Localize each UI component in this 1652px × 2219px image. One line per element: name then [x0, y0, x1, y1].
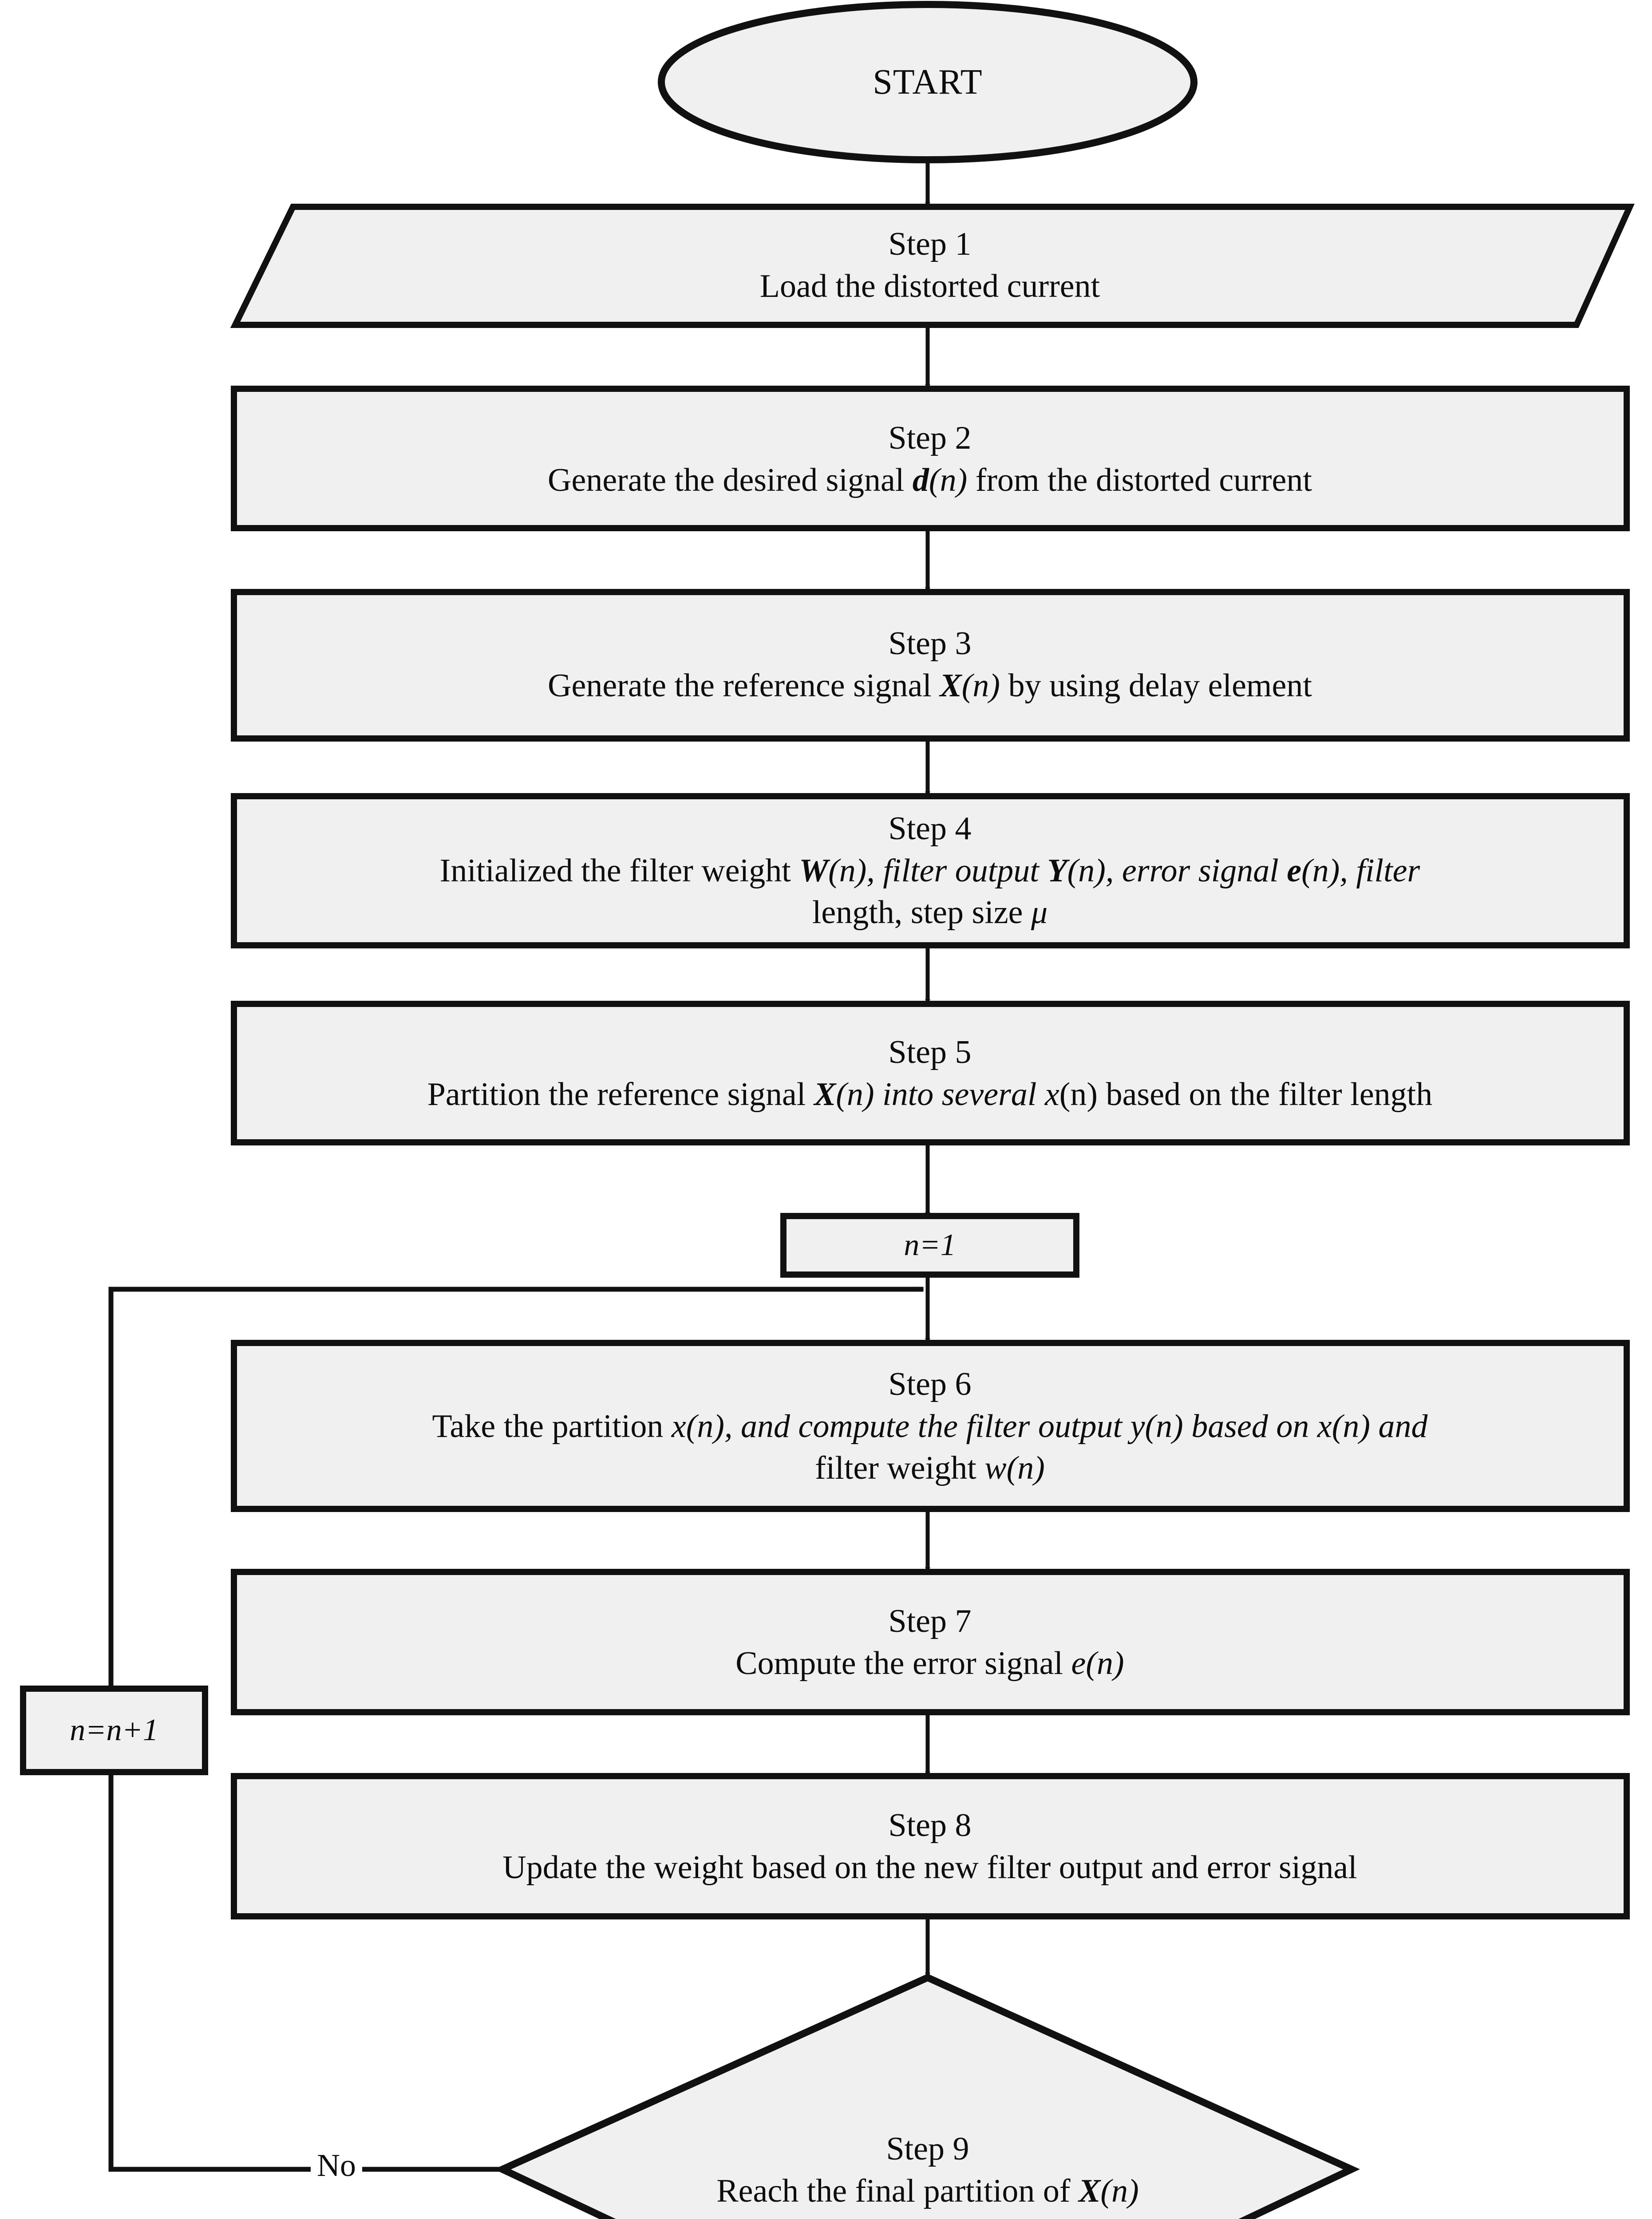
node-increment-counter[interactable] [20, 1686, 208, 1775]
node-step2[interactable] [231, 386, 1630, 531]
node-step1[interactable] [230, 204, 1635, 328]
node-step5[interactable] [231, 1001, 1630, 1145]
edge-label-no: No [311, 2147, 362, 2184]
node-step3[interactable] [231, 589, 1630, 742]
node-start[interactable] [658, 1, 1198, 163]
node-init-counter[interactable] [780, 1213, 1079, 1278]
node-step9-decision[interactable] [494, 1974, 1360, 2219]
node-step7[interactable] [231, 1569, 1630, 1715]
node-step4[interactable] [231, 793, 1630, 948]
node-step8[interactable] [231, 1773, 1630, 1919]
node-step6[interactable] [231, 1340, 1630, 1512]
